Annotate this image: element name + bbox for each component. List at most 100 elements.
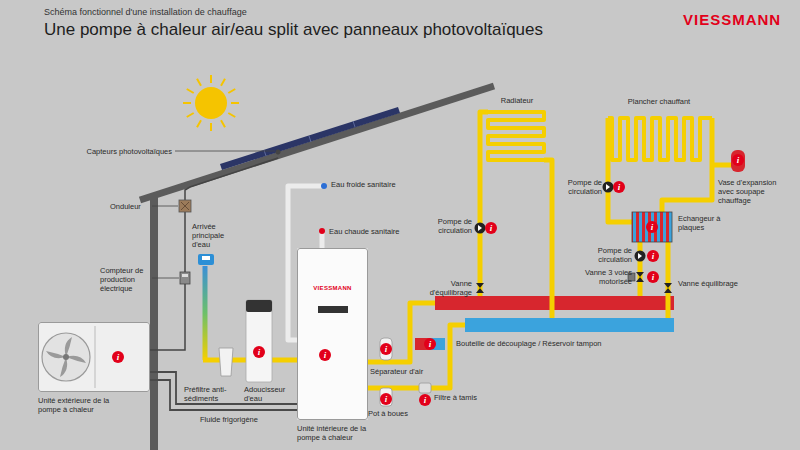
outdoor-unit: Unité extérieure de la pompe à chaleuri	[38, 322, 150, 392]
info-icon: i	[380, 343, 392, 355]
info-letter: i	[613, 181, 625, 193]
inverter	[181, 202, 189, 210]
heating-coil	[488, 112, 712, 160]
circulation-pump	[638, 253, 642, 259]
sun-ray	[187, 113, 194, 117]
outdoor-unit-body	[63, 354, 69, 360]
water-inlet-pipe	[203, 266, 208, 360]
component-label: Adoucisseur d'eau	[244, 385, 290, 403]
info-letter: i	[646, 221, 658, 233]
indoor-unit-body	[318, 306, 348, 313]
production-meter	[180, 272, 190, 284]
production-meter	[182, 274, 188, 277]
buffer-bar	[465, 318, 674, 332]
indoor-unit-body	[297, 248, 368, 420]
leader-line	[276, 150, 280, 154]
component-label: Pompe de circulation	[556, 178, 602, 196]
component-label: Pompe de circulation	[420, 217, 472, 235]
plate-exchanger	[632, 212, 672, 242]
radiator-coil	[488, 112, 544, 160]
component-label: Pompe de circulation	[566, 246, 632, 264]
edge-label: Fluide frigorigène	[198, 415, 260, 424]
decoupling-bottle	[415, 338, 445, 350]
electric-cable	[185, 158, 278, 200]
inverter	[179, 200, 191, 212]
subtitle: Schéma fonctionnel d'une installation de…	[44, 7, 247, 18]
info-icon: i	[646, 221, 658, 233]
info-icon: i	[419, 394, 431, 406]
house-structure	[140, 86, 494, 200]
circulation-pump	[603, 182, 614, 193]
leader-line	[152, 278, 179, 279]
sun-ray	[210, 123, 212, 131]
sun-ray	[183, 75, 239, 131]
solar-panel	[220, 107, 400, 170]
info-letter: i	[647, 250, 659, 262]
solar-panel	[309, 136, 311, 142]
heating-pipe	[368, 112, 731, 388]
inverter	[181, 202, 189, 210]
electric-cable	[150, 284, 185, 350]
component-label: Compteur de production électrique	[100, 266, 150, 293]
sediment-prefilter	[219, 348, 233, 376]
heating-pipe	[608, 118, 632, 222]
diagram-title: Une pompe à chaleur air/eau split avec p…	[44, 20, 543, 40]
sun-ray	[228, 89, 235, 93]
house-structure	[150, 196, 158, 450]
heating-pipe	[480, 112, 488, 296]
sun-ray	[197, 79, 201, 86]
heating-pipe	[712, 163, 731, 168]
component-label: Pot à boues	[368, 409, 408, 418]
sun	[183, 75, 239, 131]
floor-heating-coil	[608, 118, 712, 160]
info-letter: i	[485, 222, 497, 234]
circulation-pump	[475, 223, 486, 234]
refrigerant-line	[150, 380, 297, 410]
mud-pot	[380, 388, 392, 406]
solar-panel	[220, 107, 400, 170]
info-letter: i	[112, 351, 124, 363]
refrigerant-line	[150, 372, 297, 404]
sun-ray	[197, 120, 201, 127]
balancing-valve	[476, 283, 484, 293]
info-letter: i	[424, 338, 436, 350]
expansion-vessel	[731, 150, 745, 172]
sun-ray	[183, 102, 191, 104]
pipe-label: Eau chaude sanitaire	[329, 227, 399, 236]
info-letter: i	[319, 349, 331, 361]
heating-pipe	[638, 242, 643, 296]
strainer	[419, 383, 431, 393]
component-label: Vase d'expansion avec soupape chauffage	[718, 178, 780, 205]
info-letter: i	[253, 346, 265, 358]
info-letter: i	[380, 343, 392, 355]
heating-pipe	[544, 160, 552, 318]
sun-ray	[210, 75, 212, 83]
leader-line	[152, 206, 178, 207]
indoor-unit: VIESSMANNUnité intérieure de la pompe à …	[297, 248, 368, 420]
unit-caption: Unité intérieure de la pompe à chaleur	[297, 424, 381, 442]
refrigerant-line	[150, 372, 297, 410]
component-label: Préfiltre anti-sédiments	[184, 385, 238, 403]
water-softener	[246, 300, 272, 312]
outdoor-unit-body	[95, 326, 96, 388]
component-label: Capteurs photovoltaïques	[72, 147, 172, 156]
heating-pipe	[666, 242, 671, 318]
component-label: Plancher chauffant	[606, 97, 712, 106]
pipe-label: Eau froide sanitaire	[331, 180, 396, 189]
heating-pipe	[662, 118, 712, 212]
info-icon: i	[112, 351, 124, 363]
inverter	[179, 200, 191, 212]
component-label: Filtre à tamis	[434, 393, 477, 402]
electric-cable	[184, 212, 186, 272]
component-label: Vanne équilibrage	[678, 279, 738, 288]
sun-ray	[221, 120, 225, 127]
info-icon: i	[424, 338, 436, 350]
sun-ray	[231, 102, 239, 104]
water-softener	[246, 300, 272, 382]
info-letter: i	[380, 393, 392, 405]
circulation-pump	[478, 225, 482, 231]
indoor-unit-body	[297, 248, 368, 420]
leader-line	[175, 151, 275, 152]
balancing-valve	[476, 283, 672, 293]
info-letter: i	[647, 271, 659, 283]
